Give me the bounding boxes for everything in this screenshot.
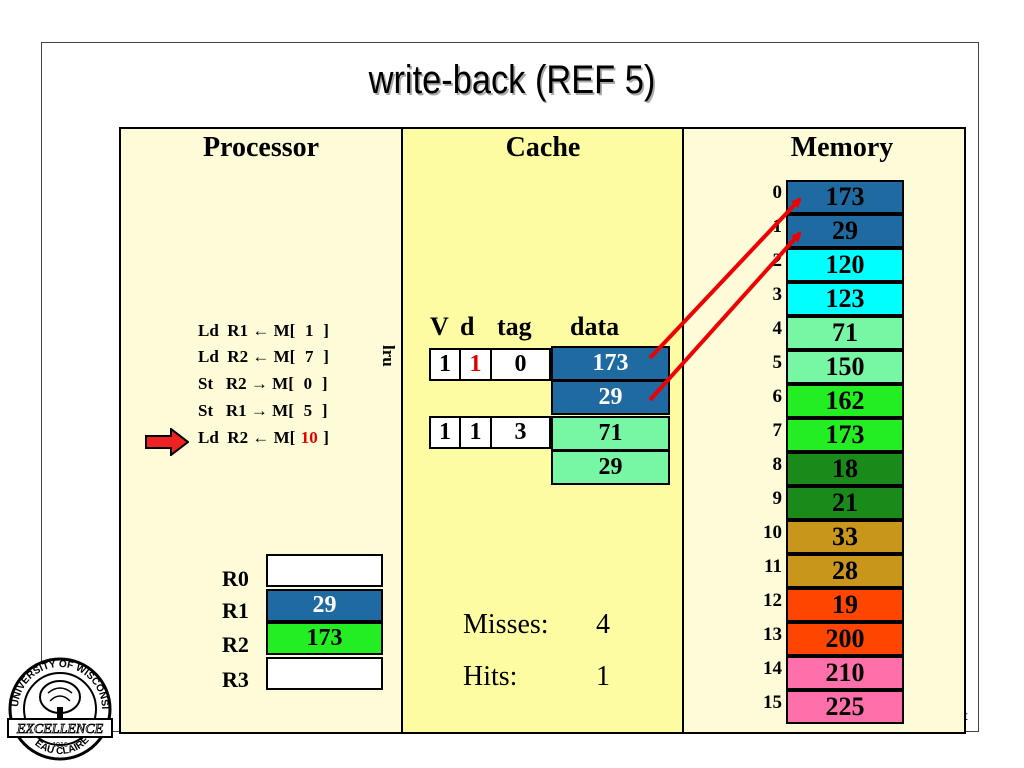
instruction-2: Ld R2 ← M[7] [198,347,329,366]
memory-address-11: 11 [764,556,782,577]
register-label-r1: R1 [222,598,249,623]
memory-cell-15: 225 [786,690,904,724]
current-instruction-arrow-icon [145,428,189,456]
register-r1: 29 [266,589,383,622]
memory-address-8: 8 [772,454,783,475]
cache-title: Cache [505,132,581,163]
memory-cell-10: 33 [786,520,904,554]
writeback-arrow-1 [648,231,802,402]
memory-address-4: 4 [772,318,783,339]
register-label-r0: R0 [222,566,249,591]
slide-title: write-back (REF 5) [368,58,656,102]
instruction-4: St R1 → M[5] [198,401,328,420]
footer-fragment: t [964,709,968,724]
memory-address-7: 7 [772,420,783,441]
instruction-3: St R2 → M[0] [198,374,328,393]
misses-label: Misses: [463,609,549,640]
memory-cell-11: 28 [786,554,904,588]
memory-address-15: 15 [763,692,782,713]
memory-cell-5: 150 [786,350,904,384]
memory-address-1: 1 [772,216,783,237]
instruction-1: Ld R1 ← M[1] [198,321,329,340]
memory-address-14: 14 [763,658,782,679]
cache-set0-data-1: 29 [551,380,670,415]
misses-count: 4 [596,609,610,640]
writeback-arrow-0 [648,197,802,360]
memory-cell-8: 18 [786,452,904,486]
memory-address-5: 5 [772,352,783,373]
svg-text:1916: 1916 [52,742,68,749]
memory-title: Memory [790,132,894,163]
register-label-r3: R3 [222,667,249,692]
svg-text:EXCELLENCE: EXCELLENCE [16,722,104,737]
memory-cell-12: 19 [786,588,904,622]
cache-set1-data-1: 29 [551,450,670,485]
register-r0 [266,554,383,587]
cache-set0-dirty: 1 [459,348,492,381]
memory-cell-9: 21 [786,486,904,520]
hits-label: Hits: [463,661,518,692]
cache-header-v: V [430,312,449,341]
memory-cell-13: 200 [786,622,904,656]
university-seal-logo: UNIVERSITY OF WISCONSIN EAU CLAIRE EXCEL… [4,655,113,761]
memory-address-12: 12 [763,590,782,611]
memory-address-0: 0 [772,182,783,203]
register-r2: 173 [266,622,383,655]
memory-cell-14: 210 [786,656,904,690]
memory-address-9: 9 [772,488,783,509]
instruction-5: Ld R2 ← M[10] [198,428,329,447]
cache-set1-tag: 3 [490,416,551,449]
memory-cell-6: 162 [786,384,904,418]
memory-cell-2: 120 [786,248,904,282]
memory-cell-7: 173 [786,418,904,452]
cache-header-data: data [570,312,620,341]
cache-header-tag: tag [497,312,532,341]
memory-address-6: 6 [772,386,783,407]
memory-cell-4: 71 [786,316,904,350]
memory-cell-1: 29 [786,214,904,248]
memory-address-10: 10 [763,522,782,543]
hits-count: 1 [596,661,610,692]
cache-set0-valid: 1 [429,348,461,381]
processor-title: Processor [202,132,320,163]
memory-cell-3: 123 [786,282,904,316]
cache-set0-tag: 0 [490,348,551,381]
register-label-r2: R2 [222,632,249,657]
memory-address-13: 13 [763,624,782,645]
cache-header-d: d [460,312,475,341]
memory-address-3: 3 [772,284,783,305]
memory-cell-0: 173 [786,180,904,214]
register-r3 [266,657,383,690]
